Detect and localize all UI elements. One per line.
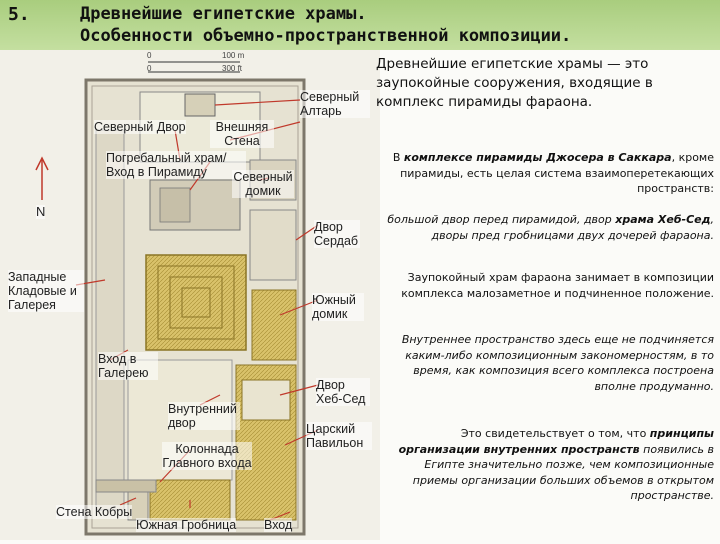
p1-start: В [392,151,404,164]
label-entrance: Вход [264,518,293,532]
label-cobra-wall: Стена Кобры [56,505,133,519]
site-plan: 0 100 m 0 300 ft N Северный Алтарь Север… [0,50,380,540]
label-mortuary-temple: Погребальный храм/ Вход в Пирамиду [106,151,246,179]
lead-paragraph: Древнейшие египетские храмы — это заупок… [376,56,653,110]
scale-zero-ft: 0 [147,64,152,73]
north-arrow-head [35,156,49,171]
paragraph-4: Внутреннее пространство здесь еще не под… [401,333,714,393]
label-north-altar: Северный Алтарь [300,90,370,118]
pyramid-step-3 [181,287,211,318]
scale-zero: 0 [147,51,152,60]
serdab-court [249,209,297,281]
label-gallery-entrance: Вход в Галерею [98,352,158,380]
title-line-1: Древнейшие египетские храмы. [80,4,367,24]
colonnade-block [95,479,157,493]
pyramid-step-2 [169,276,223,329]
heb-sed-court-area [241,379,291,421]
label-west-stores: Западные Кладовые и Галерея [8,270,84,312]
p1-end: , кроме пирамиды, есть целая система вза… [400,151,714,195]
p1-emphasis: комплексе пирамиды Джосера в Саккара [403,151,672,164]
scale-300ft: 300 ft [222,64,243,73]
slide-title: Древнейшие египетские храмы. Особенности… [80,3,571,47]
title-line-2: Особенности объемно-пространственной ком… [80,26,572,46]
label-inner-court: Внутренний двор [168,402,240,430]
north-altar [184,93,216,117]
paragraph-1: В комплексе пирамиды Джосера в Саккара, … [376,150,714,197]
label-outer-wall: Внешняя Стена [210,120,274,148]
step-pyramid [145,254,247,351]
north-label: N [36,204,46,219]
p2-start: большой двор перед пирамидой, двор [387,213,616,226]
p2-emphasis: храма Хеб-Сед [615,213,711,226]
paragraph-3: Заупокойный храм фараона занимает в комп… [401,271,714,300]
west-stores-block [95,129,125,511]
p5-start: Это свидетельствует о том, что [460,427,650,440]
label-north-house: Северный домик [232,170,294,198]
label-royal-pavilion: Царский Павильон [306,422,372,450]
p5-emphasis: принципы организации внутренних простран… [398,427,714,456]
label-south-tomb: Южная Гробница [136,518,237,532]
label-serdab-court: Двор Сердаб [314,220,360,248]
p2-end: , дворы пред гробницами двух дочерей фар… [431,213,714,242]
south-house-block [251,289,297,361]
slide-number: 5. [8,4,30,25]
scale-100m: 100 m [222,51,245,60]
paragraph-5: Это свидетельствует о том, что принципы … [376,426,714,504]
title-bar: 5. Древнейшие египетские храмы. Особенно… [0,0,720,50]
p5-end: появились в Египте значительно позже, че… [412,442,714,503]
label-colonnade: Колоннада Главного входа [162,442,252,470]
label-heb-sed-court: Двор Хеб-Сед [316,378,370,406]
label-north-court: Северный Двор [94,120,186,134]
label-south-house: Южный домик [312,293,364,321]
pyramid-step-1 [157,265,235,340]
temple-room [159,187,191,223]
paragraph-2: большой двор перед пирамидой, двор храма… [376,212,714,243]
